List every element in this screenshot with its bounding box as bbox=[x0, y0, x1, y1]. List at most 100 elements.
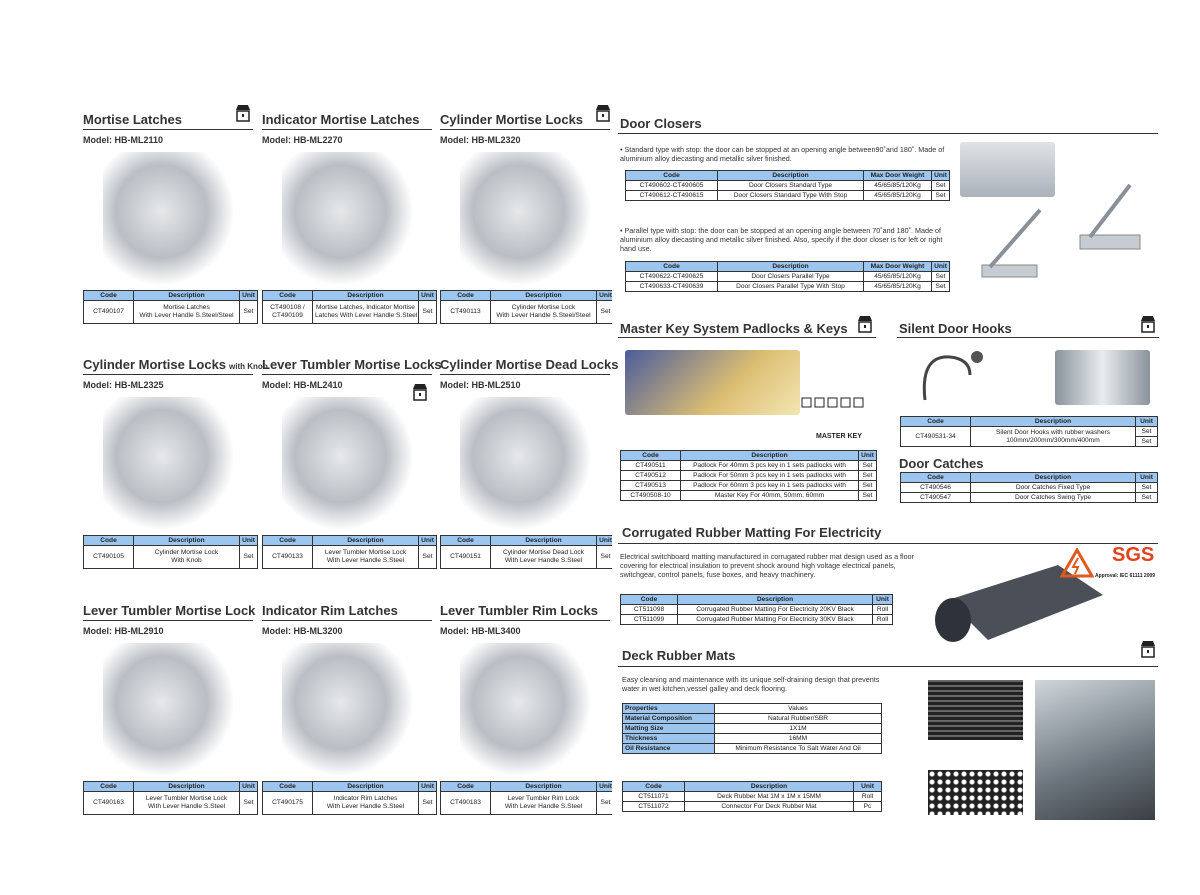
unit-cell: Set bbox=[1135, 492, 1158, 503]
value-cell: 1X1M bbox=[714, 723, 882, 734]
column-header: Code bbox=[440, 290, 491, 301]
column-header: Code bbox=[440, 535, 491, 546]
electric-warning-icon bbox=[1060, 548, 1094, 578]
column-header: Unit bbox=[418, 290, 437, 301]
product-model: Model: HB-ML2510 bbox=[440, 380, 521, 390]
column-header: Unit bbox=[858, 450, 877, 461]
column-header: Description bbox=[490, 781, 597, 792]
unit-cell: Set bbox=[418, 791, 437, 815]
product-model: Model: HB-ML2110 bbox=[83, 135, 164, 145]
deck-mats-text: Easy cleaning and maintenance with its u… bbox=[622, 675, 880, 693]
code-cell: CT490513 bbox=[620, 480, 681, 491]
door-catches-image bbox=[1055, 350, 1150, 405]
product-title: Mortise Latches bbox=[83, 112, 182, 127]
product-model: Model: HB-ML2320 bbox=[440, 135, 521, 145]
value-cell: Minimum Resistance To Salt Water And Oil bbox=[714, 743, 882, 754]
unit-cell: Set bbox=[931, 190, 950, 201]
code-cell: CT490113 bbox=[440, 300, 491, 324]
code-cell: CT511072 bbox=[622, 801, 685, 812]
product-model: Model: HB-ML2325 bbox=[83, 380, 164, 390]
section-title-rubber-matting: Corrugated Rubber Matting For Electricit… bbox=[622, 525, 882, 540]
lock-product-image bbox=[460, 397, 590, 529]
code-cell: CT490602-CT490605 bbox=[625, 180, 718, 191]
column-header: Code bbox=[900, 472, 971, 483]
column-header: Description bbox=[312, 290, 419, 301]
unit-cell: Set bbox=[596, 300, 612, 324]
door-closers-standard-text: • Standard type with stop: the door can … bbox=[620, 145, 945, 163]
product-title: Lever Tumbler Mortise Lock bbox=[83, 603, 255, 618]
unit-cell: Set bbox=[858, 470, 877, 481]
lock-product-image bbox=[460, 643, 590, 775]
column-header: Description bbox=[970, 416, 1136, 427]
column-header: Unit bbox=[239, 535, 258, 546]
column-header: Description bbox=[133, 535, 240, 546]
unit-cell: Set bbox=[418, 300, 437, 324]
product-model: Model: HB-ML2410 bbox=[262, 380, 343, 390]
column-header: Code bbox=[262, 535, 313, 546]
sgs-logo: SGS bbox=[1112, 544, 1155, 566]
lock-product-image bbox=[103, 643, 233, 775]
weight-cell: 45/65/85/120Kg bbox=[863, 281, 932, 292]
description-cell: Corrugated Rubber Matting For Electricit… bbox=[677, 604, 873, 615]
product-title: Cylinder Mortise Locks bbox=[440, 112, 583, 127]
unit-cell: Set bbox=[931, 281, 950, 292]
code-cell: CT490107 bbox=[83, 300, 134, 324]
unit-cell: Pc bbox=[853, 801, 882, 812]
code-cell: CT490531-34 bbox=[900, 426, 971, 447]
store-icon bbox=[596, 105, 610, 122]
unit-cell: Set bbox=[931, 271, 950, 282]
section-title-deck-mats: Deck Rubber Mats bbox=[622, 648, 736, 663]
column-header: Unit bbox=[931, 170, 950, 181]
column-header: Description bbox=[717, 261, 864, 272]
code-cell: CT490151 bbox=[440, 545, 491, 569]
code-cell: CT490133 bbox=[262, 545, 313, 569]
column-header: Description bbox=[680, 450, 859, 461]
product-model: Model: HB-ML3200 bbox=[262, 626, 343, 636]
product-model: Model: HB-ML2910 bbox=[83, 626, 164, 636]
code-cell: CT490105 bbox=[83, 545, 134, 569]
deck-mat-image bbox=[928, 680, 1023, 740]
code-cell: CT490512 bbox=[620, 470, 681, 481]
column-header: Unit bbox=[239, 781, 258, 792]
column-header: Unit bbox=[1135, 416, 1158, 427]
product-title-text: Indicator Mortise Latches bbox=[262, 112, 420, 127]
store-icon bbox=[1141, 641, 1155, 658]
value-cell: Values bbox=[714, 703, 882, 714]
unit-cell: Roll bbox=[872, 614, 893, 625]
section-title-silent-door-hooks: Silent Door Hooks bbox=[899, 321, 1012, 336]
section-title-door-catches: Door Catches bbox=[899, 456, 984, 471]
column-header: Code bbox=[440, 781, 491, 792]
